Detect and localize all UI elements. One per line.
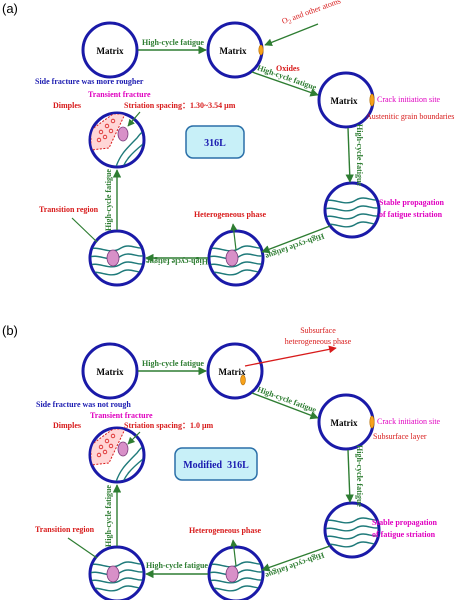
striation-arrow xyxy=(127,111,141,127)
matrix-label: Matrix xyxy=(219,367,246,377)
arrow-diagonal-label: High-cycle fatigue xyxy=(256,385,318,415)
striation-arrow xyxy=(127,431,141,445)
crack-circle: Matrix xyxy=(317,71,376,129)
arrow-bottom-label: High-cycle fatigue xyxy=(146,257,208,266)
matrix-circle-2: Matrix xyxy=(206,342,264,400)
striation-spacing-label: Striation spacing：1.30~3.54 μm xyxy=(124,101,236,110)
subsurface-layer-label: Subsurface layer xyxy=(373,432,427,441)
heterogeneous-arrow xyxy=(230,539,238,567)
arrow-top-label: High-cycle fatigue xyxy=(142,38,204,47)
matrix-circle-1: Matrix xyxy=(81,342,139,400)
side-fracture-label: Side fracture was more rougher xyxy=(35,77,144,86)
transition-label: Transition region xyxy=(39,205,99,214)
arrow-bottom-right xyxy=(261,225,331,254)
dimple-circle xyxy=(90,113,149,174)
grain-boundary-label: Austenitic grain boundaries xyxy=(366,112,454,121)
arrow-diagonal xyxy=(251,71,319,97)
oxides-label: Oxides xyxy=(276,64,300,73)
matrix-label: Matrix xyxy=(220,46,247,56)
subsurface-arrow xyxy=(244,345,337,367)
heterogeneous-label: Heterogeneous phase xyxy=(194,210,267,219)
transition-circle xyxy=(87,547,147,600)
crack-initiation-label: Crack initiation site xyxy=(377,95,441,104)
stable-propagation-label-1: Stable propagation xyxy=(372,518,438,527)
material-box xyxy=(185,125,245,159)
o2-label: O2 and other atoms xyxy=(281,0,343,28)
matrix-label: Matrix xyxy=(331,418,358,428)
crack-initiation-label: Crack initiation site xyxy=(377,417,441,426)
matrix-label: Matrix xyxy=(97,367,124,377)
stable-propagation-label-1: Stable propagation xyxy=(379,198,445,207)
panel-label-b: (b) xyxy=(2,323,18,338)
transient-fracture-label: Transient fracture xyxy=(90,411,153,420)
panel-a: (a) Matrix Matrix Matrix 316L High-cycle… xyxy=(2,0,454,285)
heterogeneous-label: Heterogeneous phase xyxy=(189,526,262,535)
arrow-diagonal xyxy=(251,392,319,420)
material-label: Modified 316L xyxy=(183,460,249,471)
matrix-circle-1: Matrix xyxy=(81,21,139,79)
panel-b: (b) Matrix Matrix Matrix Modified 316L H… xyxy=(2,323,441,600)
transition-label: Transition region xyxy=(35,525,95,534)
o2-arrow xyxy=(264,23,319,47)
stable-propagation-label-2: of fatigue striation xyxy=(379,210,443,219)
dimple-circle xyxy=(90,428,149,489)
arrow-top-label: High-cycle fatigue xyxy=(142,359,204,368)
transition-pointer xyxy=(71,217,98,243)
stable-propagation-circle xyxy=(322,183,382,237)
subsurface-label-1: Subsurface xyxy=(300,326,336,335)
matrix-label: Matrix xyxy=(331,96,358,106)
arrow-right-label: High-cycle fatigue xyxy=(355,445,364,507)
crack-circle: Matrix xyxy=(317,393,376,451)
panel-label-a: (a) xyxy=(2,1,18,16)
arrow-left-label: High-cycle fatigue xyxy=(104,169,113,231)
heterogeneous-circle xyxy=(206,547,266,600)
arrow-left-label: High-cycle fatigue xyxy=(104,485,113,547)
heterogeneous-circle xyxy=(206,231,266,285)
arrow-bottom-right xyxy=(261,545,331,572)
heterogeneous-arrow xyxy=(230,223,238,251)
material-box xyxy=(174,447,258,481)
arrow-bottom-right-label: High-cycle fatigue xyxy=(264,232,326,262)
arrow-right xyxy=(345,127,354,183)
transient-fracture-label: Transient fracture xyxy=(88,90,151,99)
arrow-right xyxy=(345,449,354,503)
arrow-right-label: High-cycle fatigue xyxy=(355,124,364,186)
subsurface-label-2: heterogeneous phase xyxy=(285,337,352,346)
stable-propagation-label-2: of fatigue striation xyxy=(372,530,436,539)
side-fracture-label: Side fracture was not rough xyxy=(36,400,131,409)
transition-circle xyxy=(87,231,147,285)
matrix-label: Matrix xyxy=(97,46,124,56)
striation-spacing-label: Striation spacing：1.0 μm xyxy=(124,421,214,430)
matrix-circle-2: Matrix xyxy=(206,21,264,79)
material-label: 316L xyxy=(204,138,226,149)
dimples-label: Dimples xyxy=(53,421,81,430)
dimples-label: Dimples xyxy=(53,101,81,110)
transition-pointer xyxy=(67,537,98,559)
arrow-bottom-label: High-cycle fatigue xyxy=(146,561,208,570)
